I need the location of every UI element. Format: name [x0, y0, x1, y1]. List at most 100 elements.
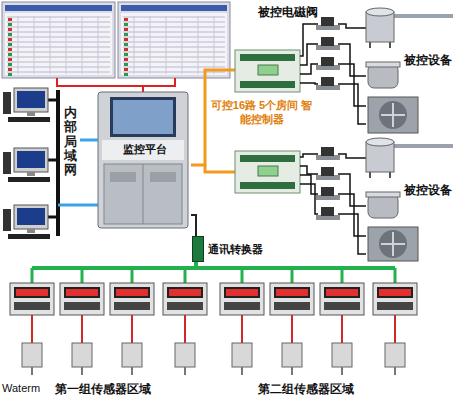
screen-capture: [34, 16, 35, 74]
sensor-icon: [226, 289, 258, 296]
screen-capture: [124, 23, 128, 26]
device-icon: [369, 42, 371, 48]
sensor-icon: [394, 315, 396, 343]
screen-capture: [5, 5, 112, 11]
device-icon: [300, 184, 318, 214]
screen-capture: [8, 58, 12, 61]
sensor-icon: [14, 287, 50, 298]
controller-icon: [235, 151, 300, 193]
lan-band: 内部局域网: [64, 106, 80, 177]
screen-capture: [7, 47, 110, 48]
screen-capture: [7, 67, 110, 68]
computer-icon: [27, 172, 35, 176]
screen-capture: [134, 16, 135, 74]
computer-icon: [14, 205, 48, 229]
device-icon: [321, 187, 334, 196]
computer-icon: [17, 208, 45, 225]
sensor-icon: [320, 283, 364, 315]
sensor-icon: [163, 283, 207, 315]
screen-capture: [7, 17, 110, 18]
device-icon: [321, 207, 334, 216]
sensor-icon: [72, 343, 92, 367]
control-bus: [208, 69, 235, 72]
screen-capture: [123, 37, 225, 38]
sensor-icon: [64, 302, 100, 310]
computer-icon: [3, 88, 58, 239]
controller-icon: [258, 65, 278, 75]
sensor-icon: [14, 302, 50, 310]
sensor-icon: [167, 302, 203, 310]
sensor-icon: [341, 315, 343, 343]
device-icon: [338, 24, 366, 28]
screen-capture: [66, 16, 67, 74]
screen-capture: [123, 62, 225, 63]
screen-capture: [124, 28, 128, 31]
sensor-icon: [131, 315, 133, 343]
device-icon: [300, 166, 318, 174]
sensor-icon: [291, 268, 294, 283]
sensor-icon: [274, 302, 310, 310]
screen-capture: [124, 63, 128, 66]
screen-capture: [123, 42, 225, 43]
sensor-icon: [175, 343, 195, 367]
screen-wire: [57, 78, 175, 92]
sensor-icon: [291, 367, 293, 375]
screen-capture: [7, 62, 110, 63]
computer-icon: [17, 151, 45, 168]
device-icon: [368, 97, 418, 133]
device-icon: [338, 154, 366, 158]
region-label: 第二组传感器区域: [258, 381, 354, 398]
console-icon: [98, 92, 188, 228]
sensor-icon: [270, 283, 314, 315]
sensor-icon: [377, 302, 413, 310]
valve-label: 被控电磁阀: [258, 4, 318, 21]
sensor-icon: [22, 343, 42, 367]
sensor-icon: [241, 367, 243, 375]
sensor-icon: [131, 268, 134, 283]
device-icon: [379, 230, 407, 258]
device-icon: [392, 103, 394, 127]
sensor-icon: [64, 287, 100, 298]
computer-icon: [27, 229, 35, 233]
computer-icon: [48, 99, 58, 102]
connector-line: [191, 215, 196, 236]
screen-capture: [124, 58, 128, 61]
sensor-icon: [291, 315, 293, 343]
sensor-icon: [324, 302, 360, 310]
screen-capture: [150, 16, 151, 74]
screen-capture: [166, 16, 167, 74]
controller-icon: [235, 50, 300, 92]
sensor-icon: [232, 343, 252, 367]
device-icon: [321, 37, 334, 46]
screen-capture: [7, 22, 110, 23]
sensor-icon: [60, 283, 104, 315]
sensor-icon: [184, 315, 186, 343]
sensor-icon: [169, 289, 201, 296]
screen-capture: [8, 73, 12, 76]
device-icon: [300, 44, 318, 65]
computer-icon: [27, 112, 35, 116]
screen-capture: [8, 23, 12, 26]
sensor-icon: [31, 367, 33, 375]
screen-capture: [124, 38, 128, 41]
converter-box: 通讯转换器: [192, 236, 266, 262]
device-icon: [389, 42, 391, 48]
device-icon: [366, 62, 400, 67]
sensor-icon: [16, 289, 48, 296]
lan-bus: [58, 204, 98, 207]
sensor-icon: [66, 289, 98, 296]
screen-capture: [123, 52, 225, 53]
device-icon: [389, 172, 391, 178]
device-icon: [366, 8, 394, 16]
screen-capture: [123, 72, 225, 73]
screen-capture: [18, 16, 19, 74]
device-icon: [321, 77, 334, 86]
screen-capture: [7, 52, 110, 53]
node-text: 内部局域网: [64, 106, 77, 177]
sensor-icon: [282, 343, 302, 367]
console-icon: [150, 172, 176, 182]
sensor-icon: [110, 283, 154, 315]
device-icon: [300, 83, 318, 84]
screen-capture: [124, 53, 128, 56]
